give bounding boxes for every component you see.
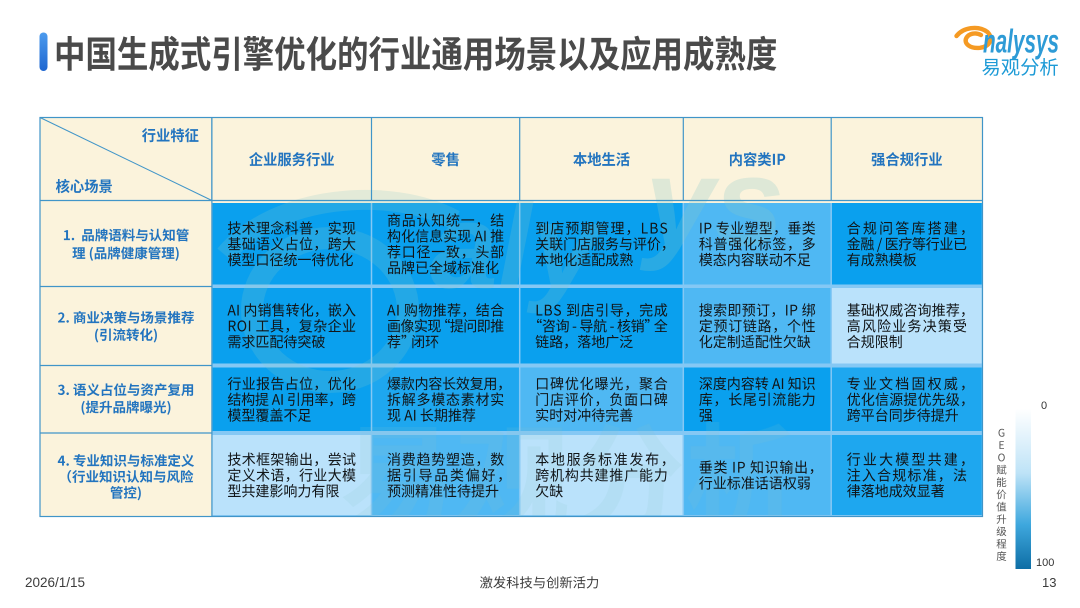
svg-text:0: 0 — [1041, 400, 1047, 412]
svg-text:nalysys: nalysys — [983, 23, 1059, 60]
svg-text:ys: ys — [639, 133, 784, 272]
svg-text:2026/1/15: 2026/1/15 — [25, 575, 85, 590]
svg-text:aly: aly — [430, 178, 605, 314]
svg-text:100: 100 — [1036, 557, 1054, 569]
svg-text:13: 13 — [1042, 575, 1056, 590]
